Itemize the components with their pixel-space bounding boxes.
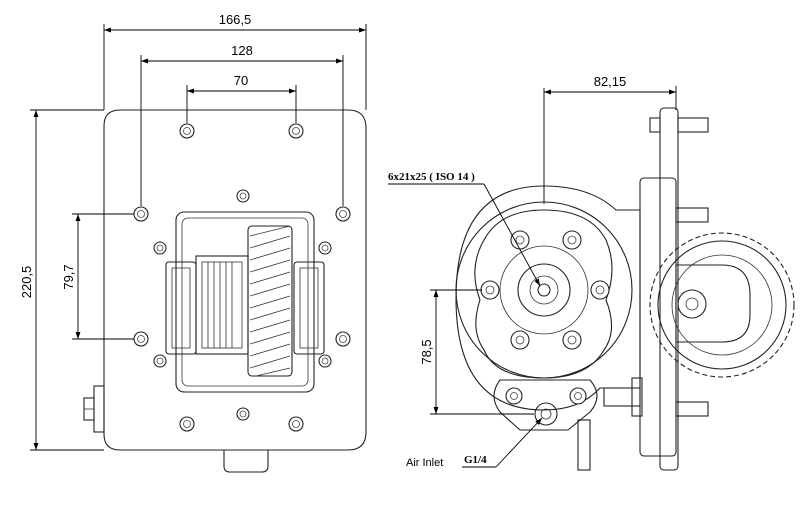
bottom-tab (223, 450, 269, 473)
inlet-thread-label: G1/4 (464, 454, 487, 466)
dim-inlet-height: 78,5 (419, 289, 534, 415)
gear-window-inner (181, 217, 309, 387)
callout-spline: 6x21x25 ( ISO 14 ) (388, 171, 541, 287)
dim-hole-span-width-label: 128 (231, 43, 253, 58)
front-view: 166,5 128 70 220,5 79,7 (19, 12, 367, 473)
hole (153, 241, 167, 255)
dim-side-offset: 82,15 (543, 74, 677, 204)
dim-overall-width-label: 166,5 (219, 12, 252, 27)
hole (318, 241, 332, 255)
hole (179, 416, 195, 432)
hole (236, 189, 250, 203)
mounting-plate-outline (103, 109, 367, 451)
dim-inlet-height-label: 78,5 (419, 339, 434, 364)
dim-overall-height-label: 220,5 (19, 266, 34, 299)
air-inlet-label: Air Inlet (406, 457, 443, 469)
dim-overall-height: 220,5 (19, 109, 104, 451)
air-inlet-fitting (493, 377, 643, 471)
dim-hole-span-width: 128 (140, 43, 344, 206)
pump-shaft (517, 263, 571, 317)
side-bracket-plate (639, 177, 677, 457)
hole (133, 206, 149, 222)
gear-window-frame (175, 211, 315, 393)
hole (335, 331, 351, 347)
side-bolt (83, 385, 105, 433)
mounting-holes (133, 123, 351, 432)
bearing-left (165, 261, 197, 355)
hole (288, 123, 304, 139)
hole (288, 416, 304, 432)
dim-top-hole-spacing: 70 (186, 73, 297, 123)
dim-top-hole-spacing-label: 70 (234, 73, 248, 88)
hole (153, 354, 167, 368)
hole (179, 123, 195, 139)
side-gear (649, 232, 795, 378)
flange-studs (649, 117, 709, 417)
helical-gear (247, 225, 293, 377)
side-output-bearing (675, 264, 751, 343)
spline-spec-label: 6x21x25 ( ISO 14 ) (388, 171, 475, 183)
hole (133, 331, 149, 347)
dim-side-offset-label: 82,15 (594, 74, 627, 89)
pump-cover (474, 209, 613, 379)
bearing-right (293, 261, 325, 355)
dim-hole-vertical-spacing-label: 79,7 (61, 264, 76, 289)
callout-air-inlet: Air Inlet G1/4 (406, 417, 543, 469)
side-flange (659, 107, 679, 471)
side-view: 82,15 78,5 6x21x25 ( ISO 14 ) Air Inlet … (388, 74, 795, 471)
shaft (195, 255, 249, 355)
hole (236, 407, 250, 421)
hole (335, 206, 351, 222)
shaft-splines (207, 262, 233, 348)
dim-hole-vertical-spacing: 79,7 (61, 213, 134, 340)
pump-body (455, 185, 641, 411)
dim-overall-width: 166,5 (103, 12, 367, 110)
hole (318, 354, 332, 368)
